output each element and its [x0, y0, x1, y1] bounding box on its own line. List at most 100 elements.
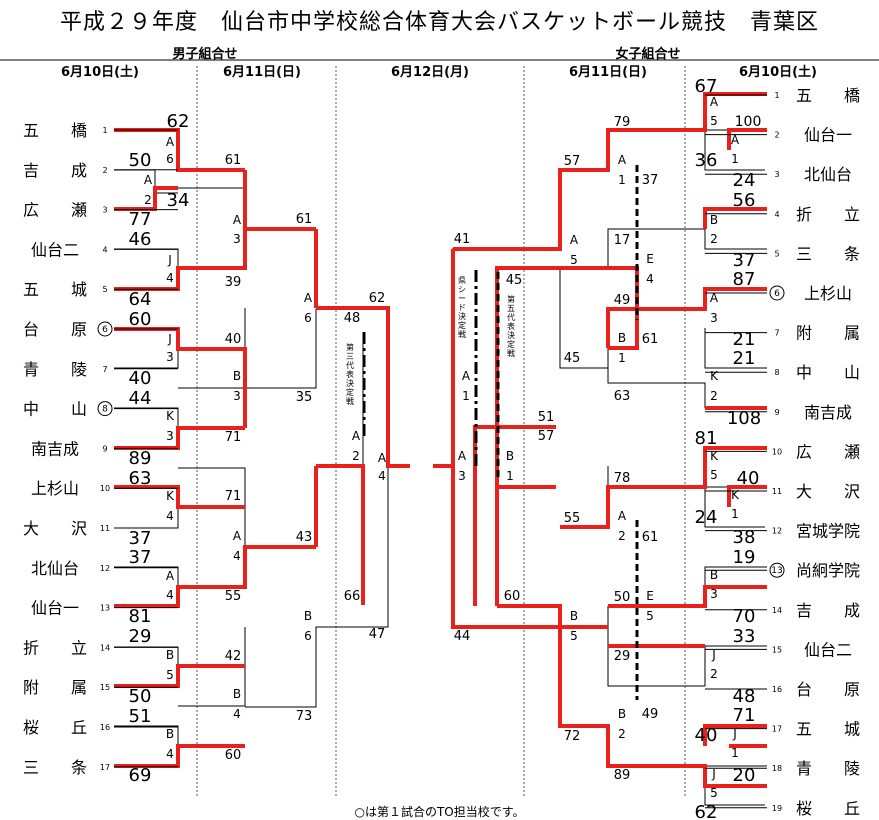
score: 34	[167, 190, 190, 211]
boys-sidebar-label: 第三代表決定戦	[346, 342, 354, 406]
team-name: 三 条	[796, 244, 860, 263]
court-label: J	[167, 253, 172, 267]
day-header: 6月12日(月)	[391, 65, 469, 80]
court-label: 4	[233, 549, 241, 563]
court-label: 5	[710, 786, 718, 800]
score: 37	[129, 547, 152, 568]
score: 61	[642, 332, 659, 347]
score: 56	[733, 190, 756, 211]
score: 29	[129, 626, 152, 647]
team-name: 五 城	[23, 280, 87, 299]
score: 51	[129, 706, 152, 727]
court-label: A	[233, 213, 242, 227]
score: 81	[695, 428, 718, 449]
team-number: 15	[772, 645, 782, 654]
score: 37	[733, 250, 756, 271]
score: 63	[614, 389, 631, 404]
score: 89	[129, 448, 152, 469]
court-label: 4	[166, 747, 174, 761]
team-number: 5	[102, 285, 107, 294]
score: 29	[614, 649, 631, 664]
score: 37	[642, 173, 659, 188]
court-label: A	[304, 291, 313, 305]
score: 108	[727, 408, 761, 429]
court-label: B	[618, 707, 626, 721]
team-number: 2	[774, 131, 779, 140]
court-label: 2	[710, 667, 718, 681]
girls-base-lines	[452, 129, 767, 806]
team-number: 3	[102, 206, 107, 215]
team-name: 上杉山	[31, 479, 79, 498]
page-title: 平成２９年度 仙台市中学校総合体育大会バスケットボール競技 青葉区	[59, 10, 819, 35]
team-number: 4	[102, 245, 107, 254]
court-label: 2	[618, 529, 626, 543]
court-label: 4	[166, 588, 174, 602]
team-number: 2	[102, 166, 107, 175]
court-label: A	[618, 153, 627, 167]
girls-fifth-sidebar-label: 第五代表決定戦	[507, 294, 515, 358]
score: 39	[225, 275, 242, 290]
team-name: 南吉成	[804, 403, 852, 422]
score: 55	[225, 589, 242, 604]
score: 46	[129, 229, 152, 250]
score: 62	[167, 111, 190, 132]
team-number: 17	[772, 725, 782, 734]
score: 38	[733, 527, 756, 548]
team-number: 7	[102, 365, 107, 374]
court-label: 3	[458, 469, 466, 483]
score: 100	[735, 114, 762, 130]
team-number: 10	[772, 447, 782, 456]
team-number: 18	[772, 764, 782, 773]
team-name: 五 橋	[796, 86, 860, 105]
court-label: 1	[731, 152, 739, 166]
court-label: B	[304, 609, 312, 623]
score: 40	[695, 725, 718, 746]
score: 57	[564, 154, 581, 169]
team-number: 7	[774, 329, 779, 338]
score: 33	[733, 626, 756, 647]
court-label: A	[233, 529, 242, 543]
court-label: 3	[233, 232, 241, 246]
court-label: B	[710, 213, 718, 227]
court-label: J	[167, 332, 172, 346]
team-number: 11	[100, 524, 110, 533]
girls-header: 女子組合せ	[615, 46, 680, 62]
team-name: 折 立	[23, 638, 87, 657]
court-label: B	[233, 687, 241, 701]
court-label: A	[731, 133, 740, 147]
score: 40	[225, 332, 242, 347]
team-number: 13	[771, 566, 782, 576]
court-label: B	[710, 568, 718, 582]
score: 66	[344, 589, 361, 604]
score: 48	[344, 311, 361, 326]
court-label: 5	[570, 629, 578, 643]
circle-marker	[769, 285, 785, 301]
team-name: 五 城	[796, 720, 860, 739]
court-label: 3	[710, 587, 718, 601]
boys-base-lines	[114, 169, 389, 746]
team-number: 14	[100, 643, 110, 652]
court-label: 5	[570, 253, 578, 267]
team-number: 6	[774, 289, 780, 299]
score: 79	[614, 115, 631, 130]
court-label: 3	[166, 350, 174, 364]
team-number: 10	[100, 484, 110, 493]
team-name: 中 山	[23, 400, 87, 419]
score: 64	[129, 289, 152, 310]
court-label: 6	[166, 152, 174, 166]
court-label: 3	[166, 429, 174, 443]
court-label: 3	[233, 389, 241, 403]
court-label: 5	[710, 468, 718, 482]
team-name: 折 立	[796, 205, 860, 224]
court-label: A	[570, 233, 579, 247]
court-label: J	[711, 767, 716, 781]
score: 77	[129, 209, 152, 230]
team-name: 広 瀬	[23, 201, 87, 220]
day-header: 6月11日(日)	[223, 65, 301, 80]
team-number: 5	[774, 249, 779, 258]
team-name: 仙台一	[31, 599, 79, 618]
court-label: A	[462, 369, 471, 383]
score: 42	[225, 649, 242, 664]
